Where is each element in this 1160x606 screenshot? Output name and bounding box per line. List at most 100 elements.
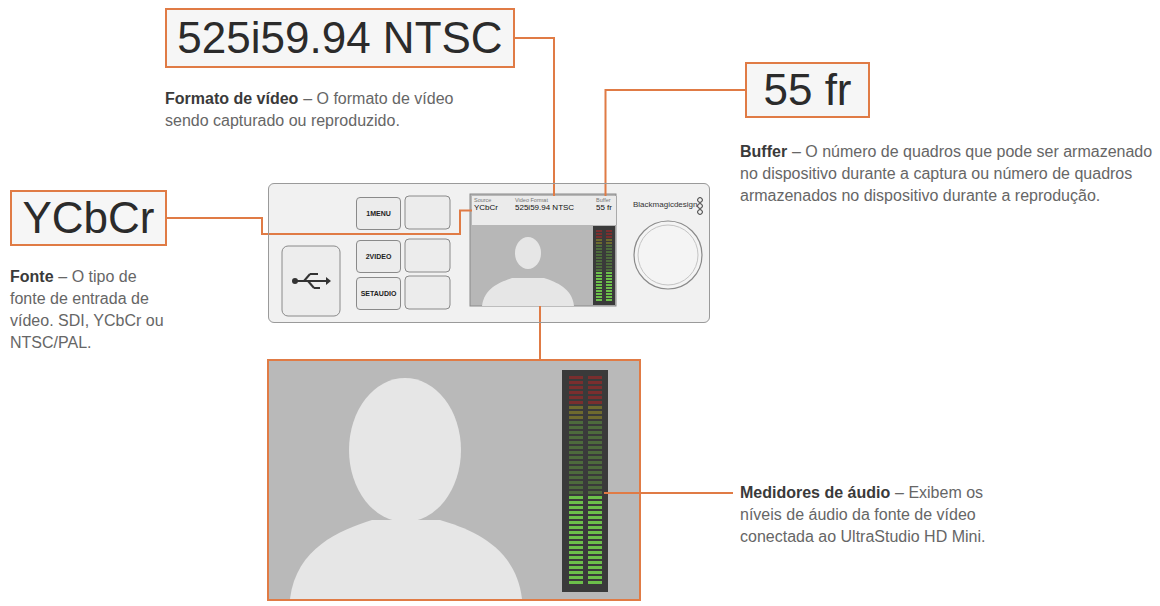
meter-segment [606,233,612,235]
description-text: Medidores de áudio– Exibem os níveis de … [740,482,1025,548]
meter-segment [596,287,602,289]
meter-segment [569,486,583,489]
meter-segment [606,290,612,292]
meter-segment [588,441,602,444]
meter-segment [569,476,583,479]
meter-segment [596,263,602,265]
meter-segment [606,251,612,253]
meter-segment [569,531,583,534]
meter-segment [588,436,602,439]
meter-segment [596,275,602,277]
callout-box: YCbCr [10,190,167,246]
meter-segment [569,561,583,564]
meter-segment [569,551,583,554]
meter-segment [569,581,583,584]
meter-segment [588,571,602,574]
description-heading: Fonte [10,268,54,285]
meter-segment [588,476,602,479]
meter-segment [588,451,602,454]
meter-segment [569,521,583,524]
meter-segment [588,421,602,424]
description-text: Buffer– O número de quadros que pode ser… [740,141,1155,207]
meter-segment [588,466,602,469]
lcd-field: Video Format525i59.94 NTSC [513,196,595,225]
leader-connector [606,90,746,196]
device-panel: Blackmagicdesign1MENU2VIDEOSETAUDIOSourc… [268,183,710,323]
meter-segment [606,293,612,295]
callout-box: 55 fr [745,62,870,118]
meter-segment [596,278,602,280]
meter-segment [596,257,602,259]
meter-segment [588,546,602,549]
meter-segment [588,406,602,409]
meter-segment [606,287,612,289]
inset-silhouette [290,378,522,599]
lcd-field: Buffer55 fr [594,196,617,225]
meter-segment [588,426,602,429]
meter-segment [588,456,602,459]
meter-segment [569,386,583,389]
node-text: 525i59.94 NTSC [177,16,502,60]
callout-box: 525i59.94 NTSC [165,8,515,68]
meter-segment [606,248,612,250]
meter-segment [588,386,602,389]
meter-segment [569,391,583,394]
meter-segment [588,376,602,379]
meter-segment [596,239,602,241]
meter-segment [588,561,602,564]
meter-segment [606,242,612,244]
lcd-field: SourceYCbCr [472,196,514,225]
lcd-meter-panel [593,226,615,305]
meter-segment [569,491,583,494]
leader-line [604,492,733,494]
meter-segment [569,376,583,379]
leader-connector [515,38,554,196]
meter-segment [606,296,612,298]
logo-mark [698,198,703,215]
meter-segment [606,266,612,268]
meter-segment [606,269,612,271]
meter-segment [569,416,583,419]
meter-segment [588,541,602,544]
meter-segment [596,269,602,271]
meter-segment [588,486,602,489]
meter-segment [588,506,602,509]
description-text: Fonte– O tipo de fonte de entrada de víd… [10,266,175,354]
meter-segment [588,481,602,484]
meter-segment [588,461,602,464]
meter-segment [588,411,602,414]
node-value: 525i59.94 NTSC [515,203,592,212]
description-heading: Formato de vídeo [165,90,298,107]
meter-segment [596,254,602,256]
meter-segment [596,272,602,274]
meter-segment [569,396,583,399]
panel-button: SETAUDIO [356,277,401,310]
meter-segment [606,284,612,286]
meter-segment [596,245,602,247]
meter-segment [569,381,583,384]
meter-segment [588,531,602,534]
node-text: 1MENU [366,210,391,217]
meter-segment [588,536,602,539]
meter-segment [606,245,612,247]
meter-segment [596,299,602,301]
meter-segment [569,441,583,444]
meter-segment [569,401,583,404]
meter-segment [569,456,583,459]
panel-button [405,239,450,272]
meter-segment [606,230,612,232]
meter-segment [588,556,602,559]
usb-dot [292,278,298,284]
meter-segment [569,541,583,544]
meter-segment [569,471,583,474]
meter-segment [569,461,583,464]
meter-segment [569,536,583,539]
inset-meter-panel [562,370,608,592]
usb-symbol [296,274,326,288]
lcd-screen [470,194,616,306]
description-text: Formato de vídeo– O formato de vídeo sen… [165,88,457,132]
meter-segment [588,396,602,399]
meter-segment [596,251,602,253]
node-text: SETAUDIO [361,290,397,297]
